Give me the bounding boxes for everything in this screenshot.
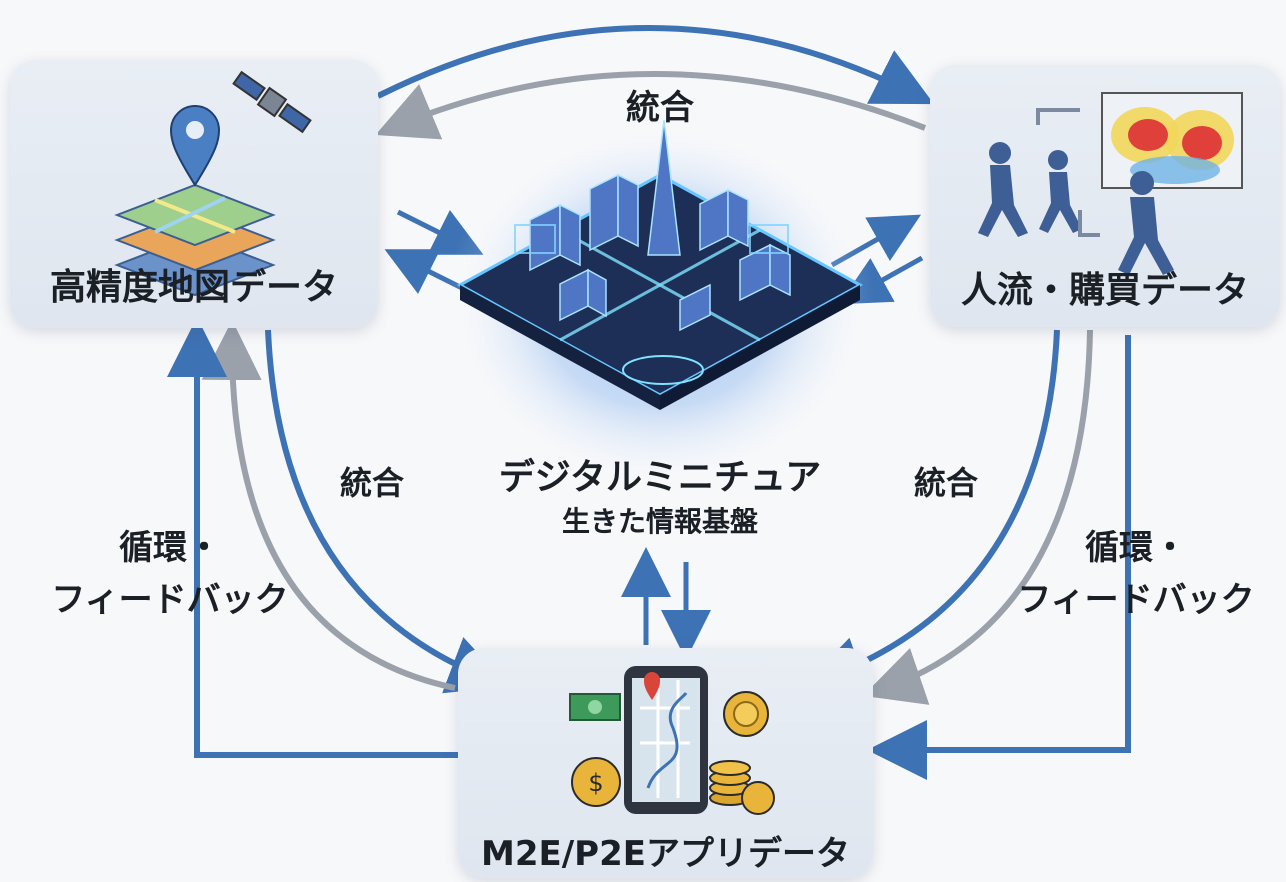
feedback-label-line: 循環・: [119, 528, 221, 568]
map-layers-icon: [114, 70, 312, 297]
map-pin-icon: [169, 105, 221, 187]
center-title: デジタルミニチュア: [498, 457, 822, 498]
feedback-label-line: 循環・: [1085, 528, 1187, 568]
feedback-label-left: 循環・ フィードバック: [20, 522, 320, 626]
banknote-icon: [569, 693, 621, 721]
edge-label-right: 統合: [913, 464, 978, 502]
node-app-data: $ M2E/P2Eアプリデータ: [458, 648, 873, 878]
arrow-top-blue: [376, 25, 935, 105]
feedback-label-line: フィードバック: [1017, 580, 1255, 620]
coin-stack-icon: [709, 760, 775, 815]
arrow-feedback-right: [867, 335, 1131, 780]
feedback-label-right: 循環・ フィードバック: [990, 522, 1282, 626]
city-model-icon: [445, 119, 875, 490]
arrow-top-gray: [375, 71, 927, 140]
arrow-left-blue: [265, 329, 509, 694]
svg-text:$: $: [588, 769, 603, 797]
satellite-icon: [232, 70, 312, 134]
arrow-right-gray: [862, 329, 1093, 705]
edge-label-left: 統合: [339, 464, 404, 502]
center-subtitle: 生きた情報基盤: [561, 505, 758, 538]
node-people-flow: 人流・購買データ: [930, 65, 1280, 327]
coin-icon: $: [571, 757, 621, 807]
walking-people-icon: [978, 142, 1174, 275]
heatmap-icon: [1101, 92, 1243, 189]
smartphone-map-icon: [624, 666, 708, 814]
arrow-right-blue: [803, 329, 1060, 695]
arrow-left-gray: [201, 320, 456, 691]
feedback-label-line: フィードバック: [51, 580, 289, 620]
node-title: M2E/P2Eアプリデータ: [481, 834, 850, 874]
node-title: 人流・購買データ: [960, 270, 1249, 311]
node-title: 高精度地図データ: [49, 267, 338, 308]
edge-label-top: 統合: [626, 88, 694, 128]
node-hd-map: 高精度地図データ: [10, 60, 378, 328]
arrow-feedback-left: [167, 317, 460, 758]
coin-icon: [723, 691, 769, 737]
